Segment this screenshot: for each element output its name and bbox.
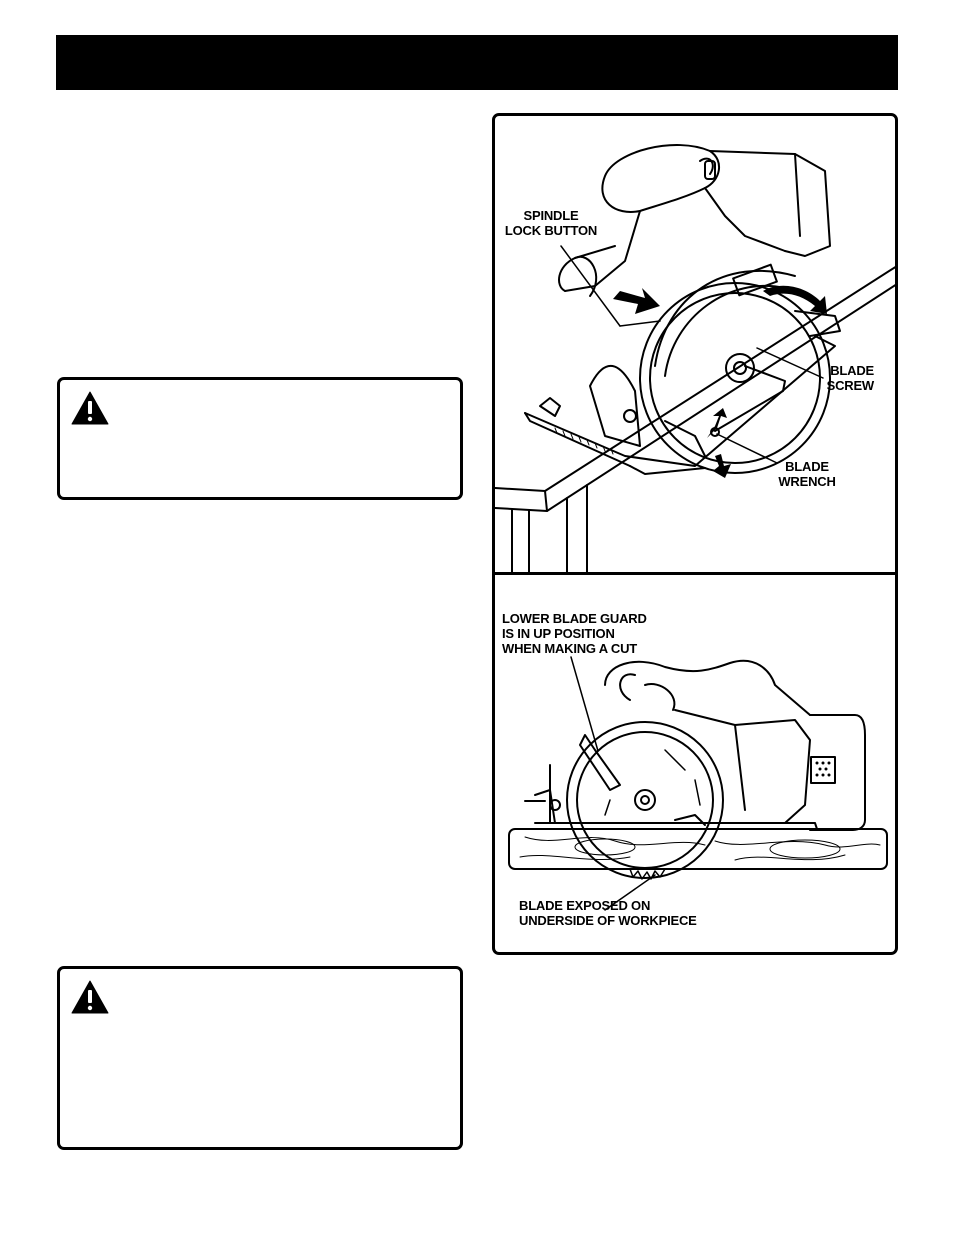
figure-divider [495, 572, 895, 575]
spindle-lock-button-label: SPINDLE LOCK BUTTON [504, 208, 598, 238]
blade-wrench-label: BLADE WRENCH [778, 459, 836, 489]
warning-box-2 [57, 966, 463, 1150]
blade-screw-label: BLADE SCREW [826, 363, 875, 393]
warning-box-1 [57, 377, 463, 500]
saw-cutting-illustration [508, 656, 888, 911]
figure-panel: SPINDLE LOCK BUTTON BLADE SCREW BLADE WR… [492, 113, 898, 955]
blade-exposed-label: BLADE EXPOSED ON UNDERSIDE OF WORKPIECE [519, 898, 697, 928]
warning-triangle-icon [71, 980, 109, 1014]
header-bar [56, 35, 898, 90]
saw-blade-change-illustration [495, 144, 895, 572]
lower-blade-guard-label: LOWER BLADE GUARD IS IN UP POSITION WHEN… [502, 611, 647, 656]
warning-triangle-icon [71, 391, 109, 425]
